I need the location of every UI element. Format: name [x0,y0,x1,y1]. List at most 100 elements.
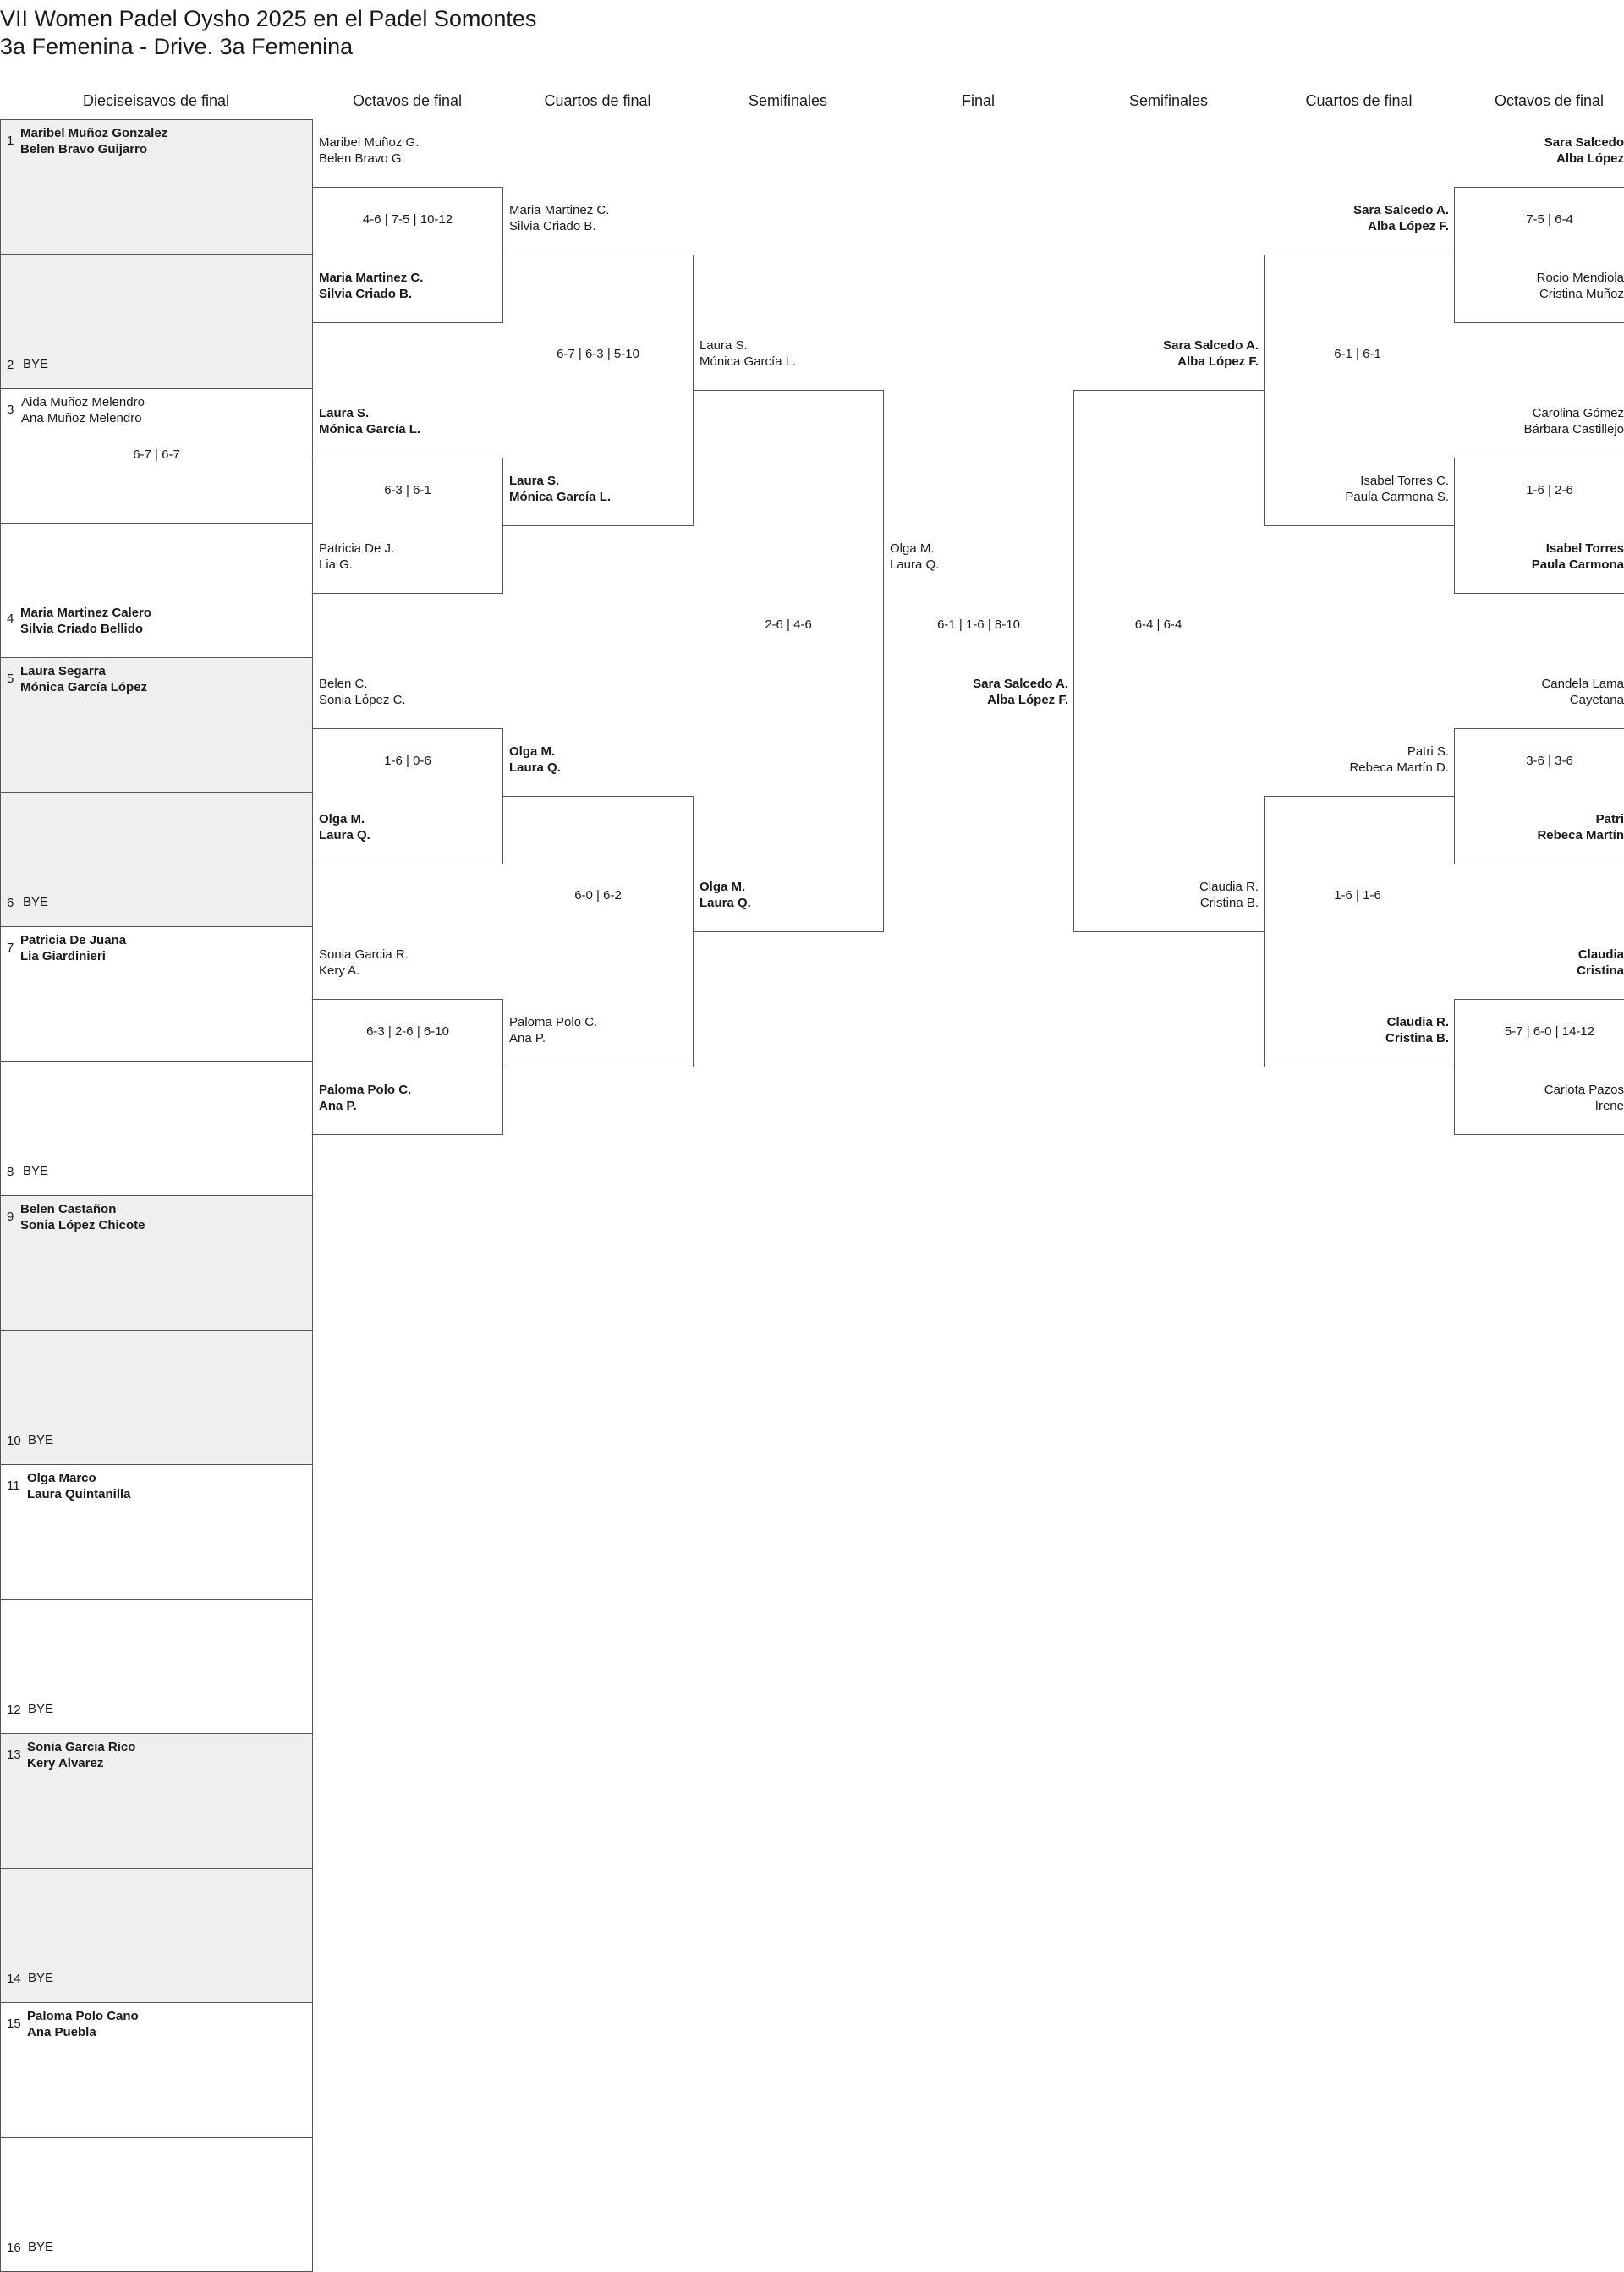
sf-right-connector [1073,390,1265,932]
bye-label: BYE [23,894,48,910]
player-name: Laura S. [319,406,370,420]
player-name: Belen Bravo G. [319,151,405,166]
qf-connector [502,255,694,526]
player-name: Cristina B. [1199,896,1259,910]
seed-number: 12 [7,1703,21,1717]
player-name: Sara Salcedo A. [1353,203,1449,217]
player-name: BYE [28,1702,54,1716]
seed-number: 9 [7,1210,14,1224]
seed-number: 2 [7,358,14,372]
bye-label: BYE [28,1432,53,1448]
seed-number: 4 [7,612,14,626]
player-name: Silvia Criado B. [509,219,596,233]
player-name: Maribel Muñoz G. [319,135,420,150]
r16-team: Sonia Garcia R.Kery A. [319,947,409,979]
match-score: 1-6 | 1-6 [1334,888,1381,903]
player-name: Patri [1595,812,1624,826]
player-name: Carlota Pazos [1544,1083,1624,1097]
round-header-r16-right: Octavos de final [1494,92,1605,109]
round-header-r16: Octavos de final [352,92,463,109]
player-name: Sonia Garcia Rico [27,1740,136,1754]
r16-team: Maribel Muñoz G.Belen Bravo G. [319,134,419,167]
match-score: 6-3 | 6-1 [384,483,431,497]
player-name: Patricia De Juana [20,933,127,947]
player-name: Ana Muñoz Melendro [21,411,142,425]
sf-right-team: Claudia R.Cristina B. [1073,879,1259,911]
r32-slot [0,119,313,255]
seed-number: 1 [7,134,14,148]
match-score: 6-0 | 6-2 [574,888,622,903]
bye-label: BYE [23,356,48,372]
seed-number: 3 [7,403,14,417]
match-score: 6-3 | 2-6 | 6-10 [366,1024,449,1039]
match-score: 1-6 | 0-6 [384,754,431,768]
player-name: Laura Segarra [20,664,106,678]
r32-slot [0,657,313,793]
player-name: Sara Salcedo [1544,135,1624,150]
round-header-sf-right: Semifinales [1128,92,1209,109]
player-name: Lia G. [319,557,354,572]
sf-right-team: Sara Salcedo A.Alba López F. [1073,338,1259,370]
match-score: 6-7 | 6-3 | 5-10 [557,347,639,361]
final-team-left: Olga M.Laura Q. [890,541,939,573]
player-name: Isabel Torres [1545,541,1624,556]
qf-right-team: Patri S.Rebeca Martín D. [1264,744,1449,776]
r16-right-connector [1454,458,1624,594]
final-score: 6-1 | 1-6 | 8-10 [937,617,1020,632]
r16-team: Paloma Polo C. Ana P. [319,1082,411,1114]
seed-number: 15 [7,2017,21,2031]
player-name: Maribel Muñoz Gonzalez [20,126,168,140]
player-name: BYE [23,1164,49,1178]
seed-number: 16 [7,2241,21,2255]
r32-slot [0,523,313,658]
bye-label: BYE [23,1163,48,1179]
match-score: 4-6 | 7-5 | 10-12 [362,212,453,227]
player-name: Claudia [1577,947,1624,962]
qf-right-connector [1264,796,1455,1067]
bye-label: BYE [28,1701,53,1717]
round-header-qf: Cuartos de final [544,92,651,109]
r32-slot [0,1195,313,1331]
player-name: Ana P. [319,1099,357,1113]
qf-right-team: Isabel Torres C.Paula Carmona S. [1264,473,1449,505]
player-name: Cristina [1577,963,1624,978]
r16-team: Laura S.Mónica García L. [319,405,420,437]
player-name: Belen Bravo Guijarro [20,142,148,156]
player-name: Silvia Criado Bellido [20,622,144,636]
seed-number: 5 [7,672,14,686]
qf-team: Laura S.Mónica García L. [509,473,611,505]
player-name: Silvia Criado B. [319,287,413,301]
match-score: 1-6 | 2-6 [1526,483,1573,497]
final-team-right: Sara Salcedo A.Alba López F. [883,676,1068,708]
sf-connector [693,390,884,932]
qf-team: Maria Martinez C.Silvia Criado B. [509,202,609,234]
player-name: Candela Lama [1541,677,1624,691]
round-header-final: Final [961,92,995,109]
r16-right-connector [1454,187,1624,323]
player-name: Sonia Garcia R. [319,947,409,962]
player-name: Olga M. [890,541,935,556]
player-name: Kery Alvarez [27,1756,104,1770]
player-name: Cristina B. [1385,1031,1449,1045]
player-name: Mónica García López [20,680,148,694]
player-name: Paloma Polo C. [319,1083,412,1097]
r16-team: Olga M.Laura Q. [319,811,370,843]
player-name: Laura S. [509,474,560,488]
match-score: 7-5 | 6-4 [1526,212,1573,227]
seed-number: 7 [7,941,14,955]
player-name: Bárbara Castillejo [1523,422,1624,436]
qf-right-connector [1264,255,1455,526]
player-name: Laura Quintanilla [27,1487,131,1501]
player-name: Alba López [1555,151,1624,166]
player-name: Rebeca Martín D. [1349,760,1449,775]
player-name: BYE [28,2240,54,2254]
tournament-title: VII Women Padel Oysho 2025 en el Padel S… [0,6,537,31]
